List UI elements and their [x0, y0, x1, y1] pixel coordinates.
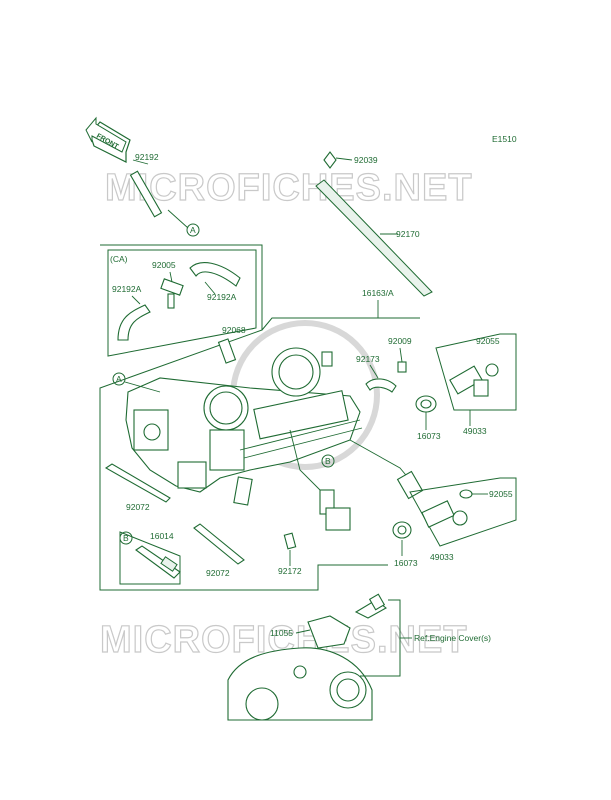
callout-92005: 92005 [152, 260, 176, 270]
sensor-cable [289, 429, 424, 531]
ca-variant-label: (CA) [110, 254, 128, 264]
callout-92072-left: 92072 [126, 502, 150, 512]
injector-box-top [435, 333, 517, 411]
cable-tie-92072-mid [193, 523, 245, 565]
strap-92170 [315, 151, 433, 297]
ca-hoses [117, 262, 241, 341]
injector-bottom [392, 489, 473, 539]
ref-engine-cover: Ref.Engine Cover(s) [414, 633, 491, 643]
callout-16073-top: 16073 [417, 431, 441, 441]
callout-11055: 11055 [270, 628, 293, 638]
diagram-code: E1510 [492, 134, 517, 144]
part-92173 [365, 378, 397, 393]
ref-a-body: A [116, 374, 122, 384]
ref-a-top: A [190, 225, 196, 235]
ref-b-box [119, 531, 181, 585]
callout-92039: 92039 [354, 155, 378, 165]
callout-92170: 92170 [396, 229, 420, 239]
injector-top [415, 363, 499, 413]
callout-92192a-right: 92192A [207, 292, 237, 302]
callout-92055-bot: 92055 [489, 489, 513, 499]
part-92068 [217, 338, 237, 364]
callout-92192a-left: 92192A [112, 284, 142, 294]
front-arrow-icon: FRONT [85, 116, 131, 163]
callout-92068: 92068 [222, 325, 246, 335]
callout-92055-top: 92055 [476, 336, 500, 346]
injector-box-bottom [409, 477, 517, 547]
callout-92072-mid: 92072 [206, 568, 230, 578]
cable-tie-92072-left [104, 463, 171, 503]
callout-49033-top: 49033 [463, 426, 487, 436]
part-16014 [135, 545, 181, 579]
watermark-top: MICROFICHES.NET [105, 167, 473, 209]
assembly-outline [99, 244, 388, 591]
callout-16163a: 16163/A [362, 288, 394, 298]
engine-cover [227, 593, 387, 721]
ref-b-box-label: B [123, 533, 129, 543]
callout-92172: 92172 [278, 566, 302, 576]
ref-b-body: B [325, 456, 331, 466]
callout-16073-bot: 16073 [394, 558, 418, 568]
callout-16014: 16014 [150, 531, 174, 541]
callout-92173: 92173 [356, 354, 380, 364]
hose-92192: A [129, 159, 200, 237]
ca-variant-box [107, 249, 257, 357]
throttle-body [125, 347, 363, 506]
callout-49033-bot: 49033 [430, 552, 454, 562]
part-92009 [397, 361, 407, 373]
part-92172 [283, 532, 297, 550]
callout-92192: 92192 [135, 152, 159, 162]
callout-92009: 92009 [388, 336, 412, 346]
